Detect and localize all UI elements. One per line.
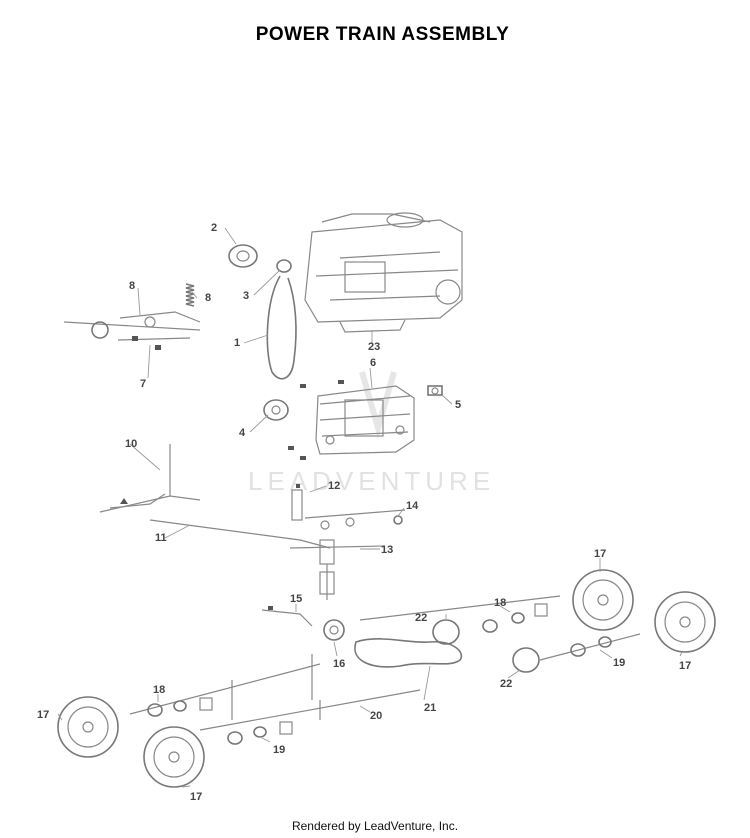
tine-wheel-right-top	[572, 569, 634, 631]
callout-18-right: 18	[494, 597, 506, 609]
callout-11: 11	[155, 532, 167, 544]
callout-10: 10	[125, 438, 137, 450]
spring	[185, 283, 195, 307]
shift-fitting	[427, 385, 443, 396]
footer-credit: Rendered by LeadVenture, Inc.	[291, 819, 459, 833]
callout-22-bottom: 22	[500, 678, 512, 690]
callout-labels: 1 2 3 4 5 6 7 8 8 10 11 12 13 14 15 16 1…	[37, 222, 691, 803]
callout-23: 23	[368, 341, 380, 353]
engine	[304, 212, 463, 333]
callout-6: 6	[370, 357, 376, 369]
drive-chain	[354, 638, 463, 668]
callout-22-top: 22	[415, 612, 427, 624]
right-axle-assembly	[359, 595, 641, 673]
callout-8-left: 8	[129, 280, 135, 292]
callout-15: 15	[290, 593, 302, 605]
callout-5: 5	[455, 399, 461, 411]
callout-21: 21	[424, 702, 436, 714]
watermark-text: LEADVENTURE	[248, 466, 495, 496]
callout-17-bottom-left: 17	[190, 791, 202, 803]
callout-18-left: 18	[153, 684, 165, 696]
callout-7: 7	[140, 378, 146, 390]
callout-17-top-right: 17	[594, 548, 606, 560]
engine-pulley	[228, 244, 292, 273]
watermark: LEADVENTURE	[248, 371, 495, 496]
callout-20: 20	[370, 710, 382, 722]
tine-wheel-right-bottom	[654, 591, 716, 653]
callout-3: 3	[243, 290, 249, 302]
transmission-pulley	[263, 399, 289, 421]
callout-8-right: 8	[205, 292, 211, 304]
callout-2: 2	[211, 222, 217, 234]
idler-arm-assembly	[63, 311, 201, 350]
callout-14: 14	[406, 500, 419, 512]
callout-16: 16	[333, 658, 345, 670]
callout-19-right: 19	[613, 657, 625, 669]
frame-bracket	[99, 444, 331, 549]
drive-shaft-assembly	[289, 484, 406, 600]
callout-17-bottom-right: 17	[679, 660, 691, 672]
drive-belt	[266, 275, 297, 380]
drive-sprocket	[261, 606, 345, 641]
callout-17-left: 17	[37, 709, 49, 721]
callout-4: 4	[239, 427, 246, 439]
callout-12: 12	[328, 480, 340, 492]
leader-lines	[57, 227, 683, 788]
callout-19-left: 19	[273, 744, 285, 756]
transmission-gearbox	[288, 380, 415, 460]
callout-1: 1	[234, 337, 240, 349]
callout-13: 13	[381, 544, 393, 556]
tine-wheel-left-bottom	[143, 726, 205, 788]
page-title: POWER TRAIN ASSEMBLY	[255, 24, 510, 45]
left-axle-assembly	[129, 654, 421, 745]
tine-wheel-left-top	[57, 696, 119, 758]
